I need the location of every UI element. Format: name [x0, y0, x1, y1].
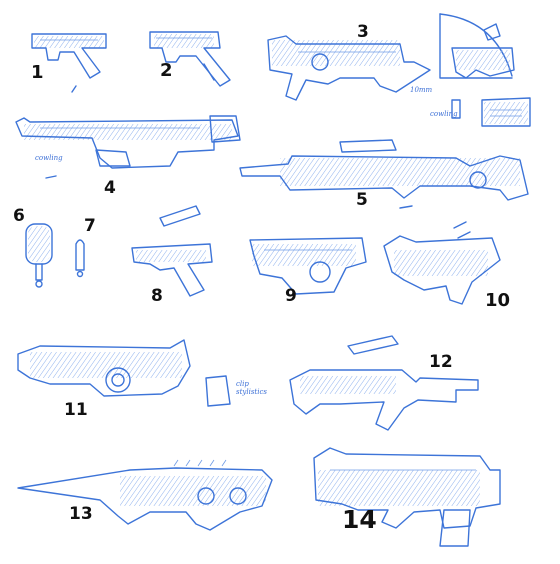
weapon-sketch-7-round	[75, 239, 85, 278]
weapon-sketch-4-rifle	[15, 115, 241, 179]
label-2: 2	[160, 60, 173, 81]
weapon-sketch-12-carbine	[289, 335, 479, 431]
weapon-sketch-14-large-smg	[313, 447, 501, 547]
label-13: 13	[69, 504, 93, 524]
label-11: 11	[64, 400, 88, 420]
weapon-sketch-2-compact-pistol	[149, 31, 231, 87]
note-3-caliber: 10mm	[410, 86, 433, 94]
weapon-sketch-6-grenade	[25, 223, 53, 288]
label-10: 10	[485, 290, 511, 311]
label-7: 7	[84, 216, 96, 236]
weapon-sketch-13-blade-rifle	[17, 459, 273, 531]
note-3-cowling: cowling	[430, 110, 458, 118]
label-6: 6	[13, 206, 25, 226]
weapon-sketch-11-rifle	[17, 339, 231, 407]
label-1: 1	[31, 62, 44, 83]
weapon-sketch-5-sniper	[239, 139, 529, 209]
note-11-clip: clip stylistics	[236, 380, 267, 396]
label-5: 5	[356, 190, 368, 210]
label-9: 9	[285, 286, 297, 306]
label-3: 3	[357, 22, 369, 42]
weapon-sketch-1-pistol	[31, 33, 107, 93]
label-4: 4	[104, 178, 116, 198]
weapon-sketch-10-heavy	[383, 221, 501, 305]
note-4-cowling: cowling	[35, 154, 63, 162]
label-12: 12	[429, 352, 453, 372]
label-14: 14	[342, 505, 377, 534]
weapon-sketch-8-pistol	[131, 205, 213, 297]
weapon-sketch-3-variant	[439, 13, 531, 127]
label-8: 8	[151, 286, 163, 306]
weapon-sketch-9-bullpup	[249, 237, 367, 295]
weapon-sketch-3-smg	[267, 35, 431, 101]
